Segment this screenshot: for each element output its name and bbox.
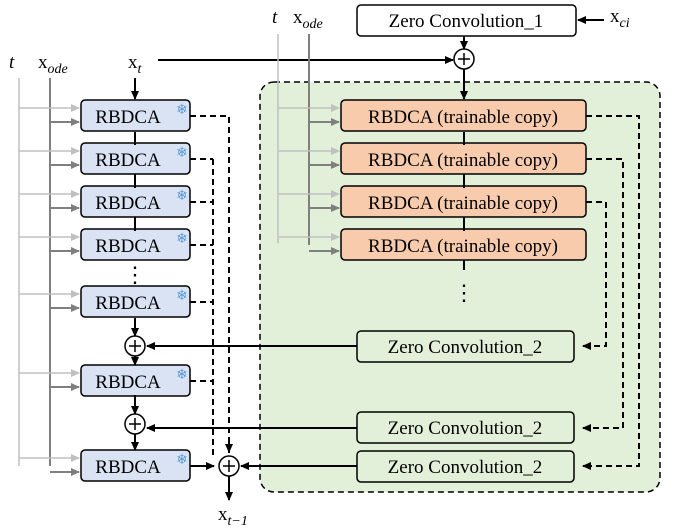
snowflake-icon: ❄ bbox=[176, 103, 188, 118]
frozen-rbdca-label: RBDCA bbox=[95, 193, 161, 214]
x-ci-label: xci bbox=[610, 6, 630, 31]
frozen-rbdca-label: RBDCA bbox=[95, 150, 161, 171]
frozen-rbdca-block: RBDCA ❄ bbox=[80, 185, 191, 218]
zero-conv-2-label-a: Zero Convolution_2 bbox=[388, 337, 543, 358]
frozen-rbdca-block: RBDCA ❄ bbox=[80, 449, 191, 482]
x-ode-label-right: xode bbox=[293, 7, 323, 32]
x-out-label: xt−1 bbox=[218, 504, 248, 529]
trainable-rbdca-block: RBDCA (trainable copy) bbox=[340, 228, 587, 261]
trainable-rbdca-label: RBDCA (trainable copy) bbox=[368, 236, 558, 257]
zero-conv-2-label-c: Zero Convolution_2 bbox=[388, 457, 543, 478]
trainable-rbdca-label: RBDCA (trainable copy) bbox=[368, 107, 558, 128]
frozen-rbdca-label: RBDCA bbox=[95, 293, 161, 314]
snowflake-icon: ❄ bbox=[176, 368, 188, 383]
trainable-rbdca-label: RBDCA (trainable copy) bbox=[368, 150, 558, 171]
snowflake-icon: ❄ bbox=[176, 453, 188, 468]
left-input-lines bbox=[18, 78, 51, 466]
snowflake-icon: ❄ bbox=[176, 189, 188, 204]
trainable-rbdca-block: RBDCA (trainable copy) bbox=[340, 185, 587, 218]
frozen-skip-dashed bbox=[190, 115, 230, 456]
frozen-rbdca-block: RBDCA ❄ bbox=[80, 364, 191, 397]
left-branch-arrows bbox=[19, 104, 80, 476]
t-label-left: t bbox=[9, 52, 15, 73]
snowflake-icon: ❄ bbox=[176, 146, 188, 161]
frozen-block-column: RBDCA❄RBDCA❄RBDCA❄RBDCA❄RBDCA❄RBDCA❄RBDC… bbox=[80, 99, 191, 482]
zero-conv-1-box bbox=[356, 4, 577, 37]
zero-conv-to-sums bbox=[146, 342, 357, 470]
snowflake-icon: ❄ bbox=[176, 289, 188, 304]
trainable-rbdca-block: RBDCA (trainable copy) bbox=[340, 142, 587, 175]
frozen-rbdca-label: RBDCA bbox=[95, 107, 161, 128]
zero-conv-2-label-b: Zero Convolution_2 bbox=[388, 418, 543, 439]
trainable-dashed-outputs bbox=[584, 115, 640, 467]
trainable-rbdca-block: RBDCA (trainable copy) bbox=[340, 99, 587, 132]
frozen-rbdca-block: RBDCA ❄ bbox=[80, 99, 191, 132]
trainable-region bbox=[259, 81, 661, 493]
frozen-rbdca-block: RBDCA ❄ bbox=[80, 285, 191, 318]
t-label-right: t bbox=[272, 7, 278, 28]
right-ellipsis: ⋮ bbox=[453, 280, 475, 305]
x-t-label: xt bbox=[128, 52, 143, 77]
frozen-rbdca-label: RBDCA bbox=[95, 457, 161, 478]
frozen-rbdca-block: RBDCA ❄ bbox=[80, 142, 191, 175]
trainable-dashed-heads bbox=[582, 342, 591, 470]
frozen-rbdca-label: RBDCA bbox=[95, 372, 161, 393]
right-branch-arrows bbox=[278, 104, 340, 255]
trainable-rbdca-label: RBDCA (trainable copy) bbox=[368, 193, 558, 214]
left-ellipsis: ⋮ bbox=[124, 262, 146, 287]
snowflake-icon: ❄ bbox=[176, 232, 188, 247]
zero-conv-1-label: Zero Convolution_1 bbox=[389, 11, 544, 32]
frozen-rbdca-block: RBDCA ❄ bbox=[80, 228, 191, 261]
zero-conv-2-boxes: Zero Convolution_2 Zero Convolution_2 Ze… bbox=[356, 330, 575, 483]
x-ode-label-left: xode bbox=[38, 52, 68, 77]
frozen-rbdca-label: RBDCA bbox=[95, 236, 161, 257]
